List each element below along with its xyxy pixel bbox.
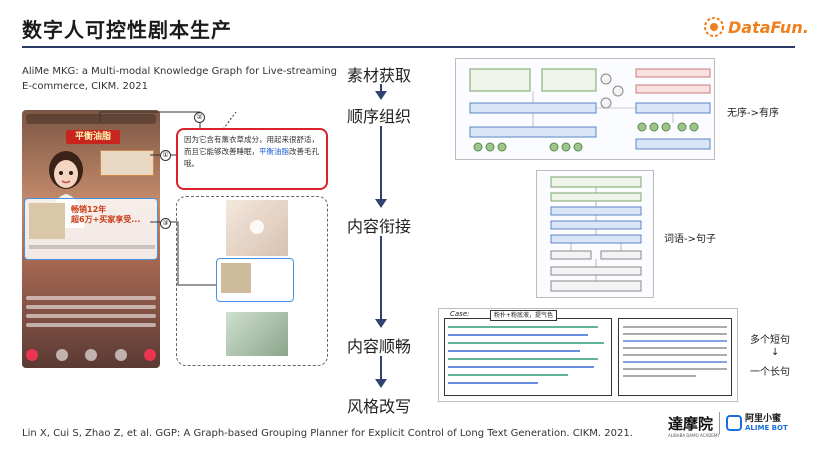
alime-bot-name-en: ALIME BOT [745,424,788,432]
phone-product-caption [29,245,155,249]
reference-top-line1: AliMe MKG: a Multi-modal Knowledge Graph… [22,66,337,77]
case-output-paragraph [618,318,732,396]
sentence-generation-diagram [536,170,654,298]
play-icon [250,220,264,234]
step-arrow-2-head [375,199,387,208]
label-unordered-to-ordered: 无序->有序 [727,108,779,119]
step-arrow-4-head [375,379,387,388]
datafun-logo: DataFun. [703,16,809,38]
phone-product-card: 畅销12年 超6万+买家享受... [24,198,158,260]
datafun-logo-icon [704,17,724,37]
case-line-5 [448,358,598,360]
phone-bottom-bar [26,348,156,362]
case-line-8 [448,382,538,384]
alime-bot-name: 阿里小蜜 [745,414,782,424]
phone-product-text-1: 畅销12年 [71,205,107,214]
title-underline [22,46,795,48]
case-line-3 [448,342,604,344]
script-callout: 因为它含有薰衣草成分，用起来很舒适，而且它能够改善睡眠，平衡油脂改善毛孔哦。 [176,128,328,190]
step-material-acquisition: 素材获取 [347,66,412,85]
label-one-long-sentence: 一个长句 [750,367,790,378]
grouping-planner-diagram [455,58,715,160]
phone-status-bar [26,114,156,124]
label-multiple-short-sentences: 多个短句 [750,335,790,346]
phone-chat-area [26,296,156,342]
phone-product-text: 畅销12年 超6万+买家享受... [71,205,140,225]
step-arrow-2 [380,126,382,200]
callout-text-after: 改善毛孔哦。 [184,147,319,168]
alime-bot-icon [726,415,743,431]
step-content-linking: 内容衔接 [347,217,412,236]
case-line-6 [448,366,594,368]
share-icon [85,349,97,361]
step-order-organization: 顺序组织 [347,107,412,126]
step-arrow-3 [380,236,382,320]
case-line-4 [448,350,580,352]
product-package-thumb [226,312,288,356]
label-words-to-sentence: 词语->句子 [664,234,716,245]
bottom-brand: 達摩院 ALIBABA DAMO ACADEMY 阿里小蜜 ALIME BOT [668,412,788,438]
case-title: Case: [448,310,472,318]
case-topic: 粉扑+粉底液，提气色 [490,310,558,321]
step-arrow-1 [380,84,382,92]
step-content-fluency: 内容顺畅 [347,337,412,356]
case-line-1 [448,326,598,328]
grouping-planner-figure [469,68,711,152]
step-arrow-4 [380,356,382,380]
phone-product-text-2: 超6万+买家享受... [71,215,141,224]
livestream-phone-screenshot: 平衡油脂 畅销12年 超6万+买家享受... [22,110,160,368]
case-input-sentences [444,318,612,396]
callout-text-highlight: 平衡油脂 [259,147,289,156]
step-style-rewrite: 风格改写 [347,397,412,416]
product-card-thumb [216,258,294,302]
damo-academy-logo: 達摩院 [668,414,714,433]
marker-one: ① [160,150,171,161]
sentence-generation-figure [550,176,642,292]
reference-top-line2: E-commerce, CIKM. 2021 [22,81,149,92]
gift-icon [114,349,127,361]
down-arrow-icon: ↓ [771,347,780,358]
callout-text-before: 因为它含有薰衣草成分，用起来很舒适，而且它能够改善睡眠， [184,135,319,156]
like-icon [144,349,156,361]
step-arrow-1-head [375,91,387,100]
phone-product-image [29,203,65,239]
product-card-image [221,263,251,293]
damo-academy-sub: ALIBABA DAMO ACADEMY [668,432,720,438]
chat-icon [55,349,68,361]
phone-badge: 平衡油脂 [66,130,120,144]
case-line-7 [448,374,568,376]
brand-divider [719,412,721,434]
reference-bottom: Lin X, Cui S, Zhao Z, et al. GGP: A Grap… [22,428,633,439]
case-line-2 [448,334,588,336]
marker-two: ② [194,112,205,123]
page-title: 数字人可控性剧本生产 [22,18,232,42]
shop-icon [26,349,38,361]
product-video-thumb [226,200,288,256]
material-dashed-box [176,196,328,366]
phone-promo-sign [100,150,154,176]
datafun-logo-text: DataFun. [728,17,809,37]
step-arrow-3-head [375,319,387,328]
marker-three: ③ [160,218,171,229]
reference-top: AliMe MKG: a Multi-modal Knowledge Graph… [22,64,337,94]
